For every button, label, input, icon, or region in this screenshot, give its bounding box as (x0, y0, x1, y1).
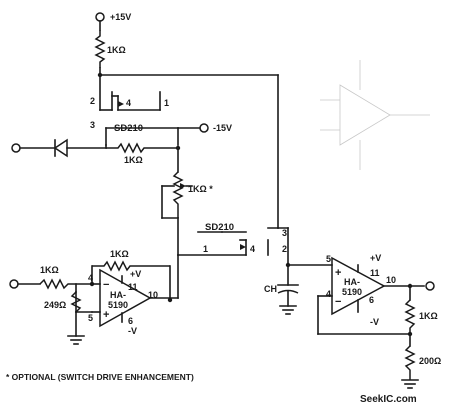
resistor-feedback-label: 1KΩ (110, 249, 129, 259)
a2-pin10: 10 (386, 275, 396, 285)
a1-pin11: 11 (128, 282, 138, 292)
switch-sd210-lower (197, 227, 289, 256)
resistor-249-label: 249Ω (44, 300, 66, 310)
a1-plus: + (103, 309, 109, 321)
resistor-200 (404, 345, 416, 380)
a1-pin10: 10 (148, 290, 158, 300)
sw1-pin2: 2 (90, 96, 95, 106)
diode-symbol (53, 138, 68, 158)
a1-minus: − (103, 279, 109, 291)
junction-dot (167, 297, 173, 303)
footnote: * OPTIONAL (SWITCH DRIVE ENHANCEMENT) (6, 372, 194, 382)
sw2-name: SD210 (205, 222, 234, 233)
a1-pin5: 5 (88, 313, 93, 323)
resistor-output-label: 1KΩ (419, 311, 438, 321)
sw1-pin3: 3 (90, 120, 95, 130)
a1-vplus: +V (130, 269, 141, 279)
potentiometer (172, 171, 184, 218)
a2-name-line2: 5190 (342, 287, 362, 297)
a2-name-line1: HA- (344, 277, 360, 287)
resistor-input (39, 278, 92, 290)
resistor-top (94, 30, 106, 68)
signal-output-terminal (425, 281, 435, 291)
resistor-middle-label: 1KΩ (124, 155, 143, 165)
resistor-249 (70, 291, 82, 313)
a2-vplus: +V (370, 253, 381, 263)
positive-supply-label: +15V (110, 12, 131, 22)
capacitor-label: CH (264, 284, 277, 294)
a2-pin6: 6 (369, 295, 374, 305)
a2-pin4: 4 (326, 289, 331, 299)
sw2-pin3: 3 (282, 228, 287, 238)
sw2-pin4: 4 (250, 244, 255, 254)
opamp-input (99, 268, 152, 328)
a2-vminus: -V (370, 317, 379, 327)
sw1-pin1: 1 (164, 98, 169, 108)
resistor-output (404, 299, 416, 334)
a2-pin11: 11 (370, 268, 380, 278)
positive-supply-terminal (95, 12, 105, 31)
sw2-pin2: 2 (282, 244, 287, 254)
resistor-middle (106, 142, 178, 154)
a1-vminus: -V (128, 326, 137, 336)
diode-input-terminal (11, 143, 21, 153)
a2-pin5: 5 (326, 254, 331, 264)
ground-symbol (67, 335, 85, 345)
sw1-name: SD210 (114, 123, 143, 134)
sw1-pin4: 4 (126, 98, 131, 108)
potentiometer-label: 1KΩ * (188, 184, 213, 194)
resistor-200-label: 200Ω (419, 356, 441, 366)
ground-symbol (279, 305, 297, 315)
resistor-feedback (92, 260, 170, 272)
sw2-pin1: 1 (203, 244, 208, 254)
signal-input-terminal (9, 279, 19, 289)
a2-plus: + (335, 267, 341, 279)
negative-supply-label: -15V (213, 123, 232, 133)
a1-pin4: 4 (88, 273, 93, 283)
negative-supply-terminal (199, 123, 209, 133)
a1-name-line2: 5190 (108, 300, 128, 310)
resistor-input-label: 1KΩ (40, 265, 59, 275)
ground-symbol (401, 379, 419, 389)
background-ghost (320, 60, 430, 170)
a2-minus: − (335, 296, 341, 308)
a1-name-line1: HA- (110, 290, 126, 300)
watermark: SeekIC.com (360, 394, 417, 405)
resistor-top-label: 1KΩ (107, 45, 126, 55)
a1-pin6: 6 (128, 316, 133, 326)
switch-sd210-upper (99, 91, 179, 146)
